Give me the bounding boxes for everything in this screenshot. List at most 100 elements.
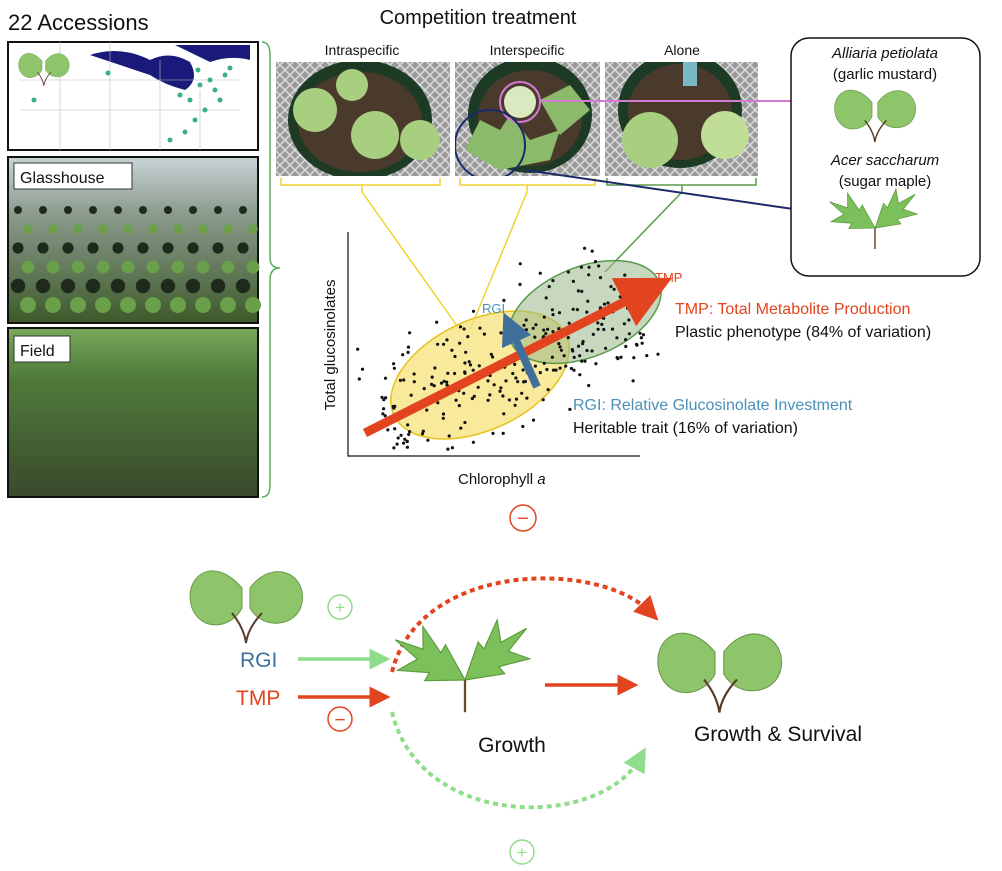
tmp-to-survival-path <box>390 576 659 673</box>
scatter-point <box>618 295 622 299</box>
pot <box>35 278 51 294</box>
pot <box>235 278 251 294</box>
scatter-point <box>631 379 635 383</box>
scatter-point <box>585 310 589 314</box>
scatter-point <box>558 366 562 370</box>
pot <box>98 224 108 234</box>
minus-sign-top: − <box>517 508 529 530</box>
pot <box>120 297 136 313</box>
scatter-point <box>550 308 555 312</box>
scatter-point <box>531 418 536 422</box>
pot <box>162 242 174 254</box>
scatter-point <box>453 371 457 376</box>
pot <box>12 242 24 254</box>
scatter-point <box>486 398 490 402</box>
scatter-point <box>641 333 646 337</box>
pot <box>135 278 151 294</box>
plus-sign-rgi: + <box>335 598 345 617</box>
species1-name: Alliaria petiolata <box>831 45 938 62</box>
scatter-point <box>554 368 558 372</box>
scatter-point <box>430 375 434 379</box>
scatter-point <box>550 355 555 359</box>
scatter-point <box>544 332 548 336</box>
scatter-point <box>467 360 471 364</box>
pot <box>245 297 261 313</box>
pot <box>195 297 211 313</box>
scatter-point <box>457 404 461 408</box>
tmp-long-label: TMP: Total Metabolite Production <box>675 301 910 318</box>
pot <box>114 206 122 214</box>
pot <box>46 260 60 274</box>
scatter-point <box>534 323 538 327</box>
scatter-point <box>357 377 361 381</box>
scatter-point <box>477 364 481 368</box>
scatter-point <box>380 395 384 399</box>
scatter-point <box>656 352 660 356</box>
species-box: Alliaria petiolata (garlic mustard) Acer… <box>790 37 981 277</box>
accession-points <box>31 65 233 143</box>
scatter-point <box>489 352 493 356</box>
pot <box>121 260 135 274</box>
scatter-point <box>525 396 529 400</box>
pot <box>123 224 133 234</box>
pot <box>210 278 226 294</box>
scatter-point <box>514 376 518 380</box>
scatter-point <box>564 364 568 368</box>
pot <box>39 206 47 214</box>
garlic-mustard-icon <box>189 569 304 644</box>
scatter-point <box>596 327 600 331</box>
scatter-point <box>466 335 470 339</box>
scatter-point <box>441 412 446 416</box>
y-axis-label: Total glucosinolates <box>322 280 339 411</box>
pot <box>87 242 99 254</box>
pot <box>96 260 110 274</box>
scatter-point <box>566 270 571 274</box>
scatter-point <box>533 335 537 339</box>
scatter-point <box>612 287 616 291</box>
scatter-point <box>542 328 546 332</box>
scatter-point <box>547 285 551 289</box>
scatter-point <box>458 341 462 345</box>
scatter-point <box>576 289 581 293</box>
scatter-point <box>463 370 467 374</box>
pot <box>14 206 22 214</box>
pot <box>171 260 185 274</box>
scatter-point <box>392 362 396 366</box>
scatter-point <box>622 322 627 326</box>
scatter-point <box>471 440 475 444</box>
scatter-point <box>619 355 623 359</box>
scatter-point <box>502 298 506 302</box>
rgi-short-label: RGI <box>482 301 505 316</box>
scatter-point <box>632 356 636 360</box>
scatter-point <box>450 446 454 450</box>
scatter-point <box>384 396 388 400</box>
pot <box>189 206 197 214</box>
scatter-point <box>521 368 525 372</box>
scatter-point <box>412 380 416 384</box>
scatter-point <box>499 386 503 390</box>
scatter-point <box>516 380 520 384</box>
scatter-point <box>386 428 390 432</box>
rgi-label: RGI <box>240 649 277 672</box>
scatter-point <box>587 273 591 277</box>
scatter-point <box>422 387 426 391</box>
glasshouse-photo: Glasshouse <box>7 156 261 324</box>
scatter-point <box>420 432 425 436</box>
pot <box>173 224 183 234</box>
scatter-point <box>502 412 506 416</box>
growth-label: Growth <box>478 734 546 757</box>
competition-title: Competition treatment <box>380 7 577 29</box>
scatter-point <box>558 345 562 349</box>
scatter-point <box>450 348 454 352</box>
pot <box>85 278 101 294</box>
scatter-point <box>409 393 413 397</box>
pot <box>70 297 86 313</box>
scatter-point <box>436 342 440 346</box>
pot <box>239 206 247 214</box>
scatter-point <box>585 348 589 353</box>
rgi-long-label: RGI: Relative Glucosinolate Investment <box>573 397 853 414</box>
scatter-point <box>625 306 630 310</box>
scatter-point <box>524 318 528 322</box>
scatter-point <box>426 438 430 442</box>
